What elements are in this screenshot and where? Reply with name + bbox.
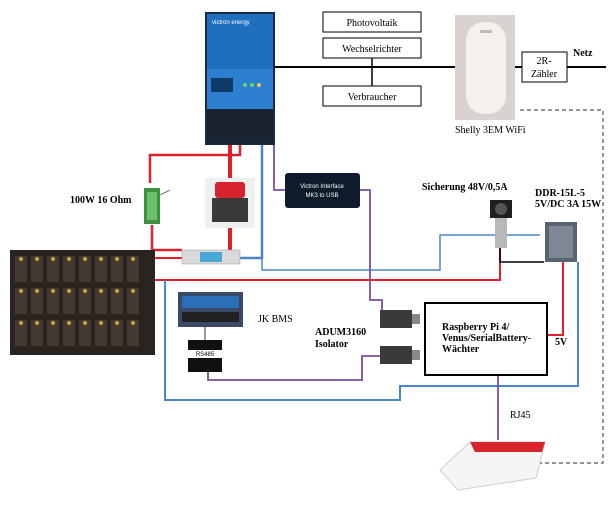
interface-label-line1: Victron Interface: [300, 184, 344, 190]
blue-wire-bus-to-dcdc: [261, 230, 540, 271]
red-wire-dcdc-to-rpi: [548, 262, 564, 336]
adum-isolator-bottom: [380, 346, 420, 364]
precharge-resistor: [144, 188, 171, 224]
fuse-holder: [490, 200, 512, 248]
verbraucher-label: Verbraucher: [348, 92, 398, 103]
interface-label-line2: MK3 to USB: [305, 193, 338, 199]
rpi-label-line2: Venus/SerialBattery-: [442, 333, 531, 344]
ddr-label-line2: 5V/DC 3A 15W: [535, 199, 601, 210]
verbraucher-box: Verbraucher: [322, 85, 422, 107]
adum-label-line2: Isolator: [315, 339, 349, 350]
adum-isolator-top: [380, 310, 420, 328]
dcdc-converter: [545, 222, 577, 262]
wifi-dashed-line: [520, 109, 604, 464]
inverter-brand-text: victron energy: [212, 20, 250, 26]
rs485-label: RS485: [196, 352, 215, 358]
five-v-label: 5V: [555, 337, 568, 348]
rpi-label-line3: Wächter: [442, 344, 480, 355]
router-device: [439, 441, 546, 491]
zaehler-label-line2: Zähler: [531, 69, 558, 80]
jk-bms-device: [178, 292, 243, 327]
wechselrichter-label: Wechselrichter: [342, 44, 402, 55]
netz-label: Netz: [573, 48, 593, 59]
jk-bms-label: JK BMS: [258, 314, 293, 325]
rj45-label: RJ45: [510, 410, 531, 421]
photovoltaik-label: Photovoltaik: [346, 18, 397, 29]
shelly-3em-device: [455, 15, 515, 120]
photovoltaik-box: Photovoltaik: [322, 11, 422, 33]
ddr-label-line1: DDR-15L-5: [535, 188, 585, 199]
adum-label-line1: ADUM3160: [315, 327, 366, 338]
zaehler-label-line1: 2R-: [537, 56, 552, 67]
wechselrichter-box: Wechselrichter: [322, 37, 422, 59]
blue-wire-bottom: [164, 262, 579, 401]
rs485-adapter: RS485: [188, 340, 222, 372]
purple-wire-interface-to-adum: [358, 189, 383, 312]
main-breaker: [205, 178, 255, 228]
resistor-label: 100W 16 Ohm: [70, 195, 132, 206]
shelly-label: Shelly 3EM WiFi: [455, 125, 526, 136]
zaehler-box: 2R- Zähler: [521, 51, 568, 83]
raspberry-pi-box: Raspberry Pi 4/ Venus/SerialBattery- Wäc…: [424, 302, 548, 376]
rpi-label-line1: Raspberry Pi 4/: [442, 322, 509, 333]
purple-wire-inverter-to-interface: [273, 145, 290, 191]
sicherung-label: Sicherung 48V/0,5A: [422, 182, 508, 193]
red-wire-upper: [148, 145, 242, 183]
bus-fuse: [181, 249, 241, 265]
battery-bank: [10, 250, 155, 355]
victron-interface-mk3: Victron Interface MK3 to USB: [285, 173, 360, 208]
purple-wire-rs485-to-adum: [207, 355, 382, 381]
victron-inverter: victron energy: [205, 12, 275, 145]
red-wire-resistor-down: [150, 225, 182, 252]
